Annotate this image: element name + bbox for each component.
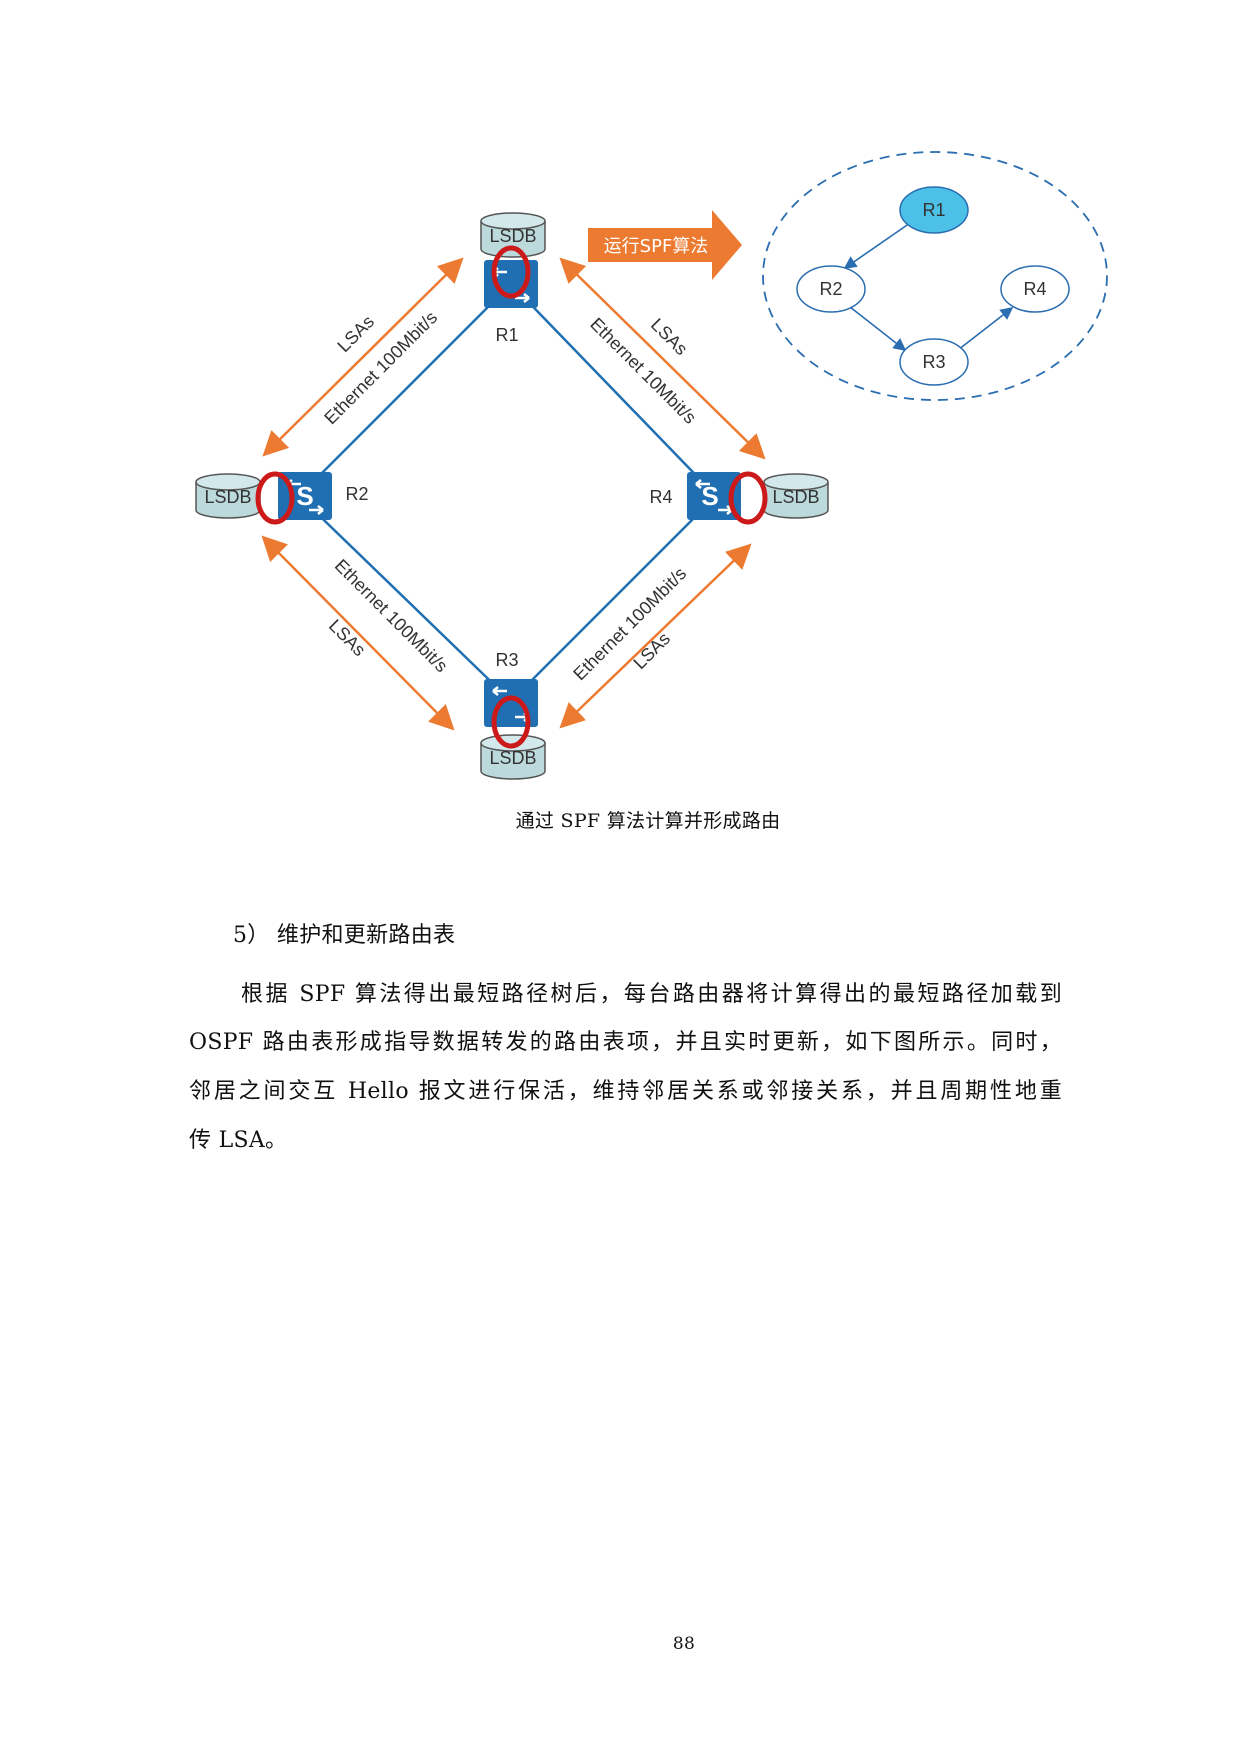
paragraph-line: OSPF 路由表形成指导数据转发的路由表项，并且实时更新，如下图所示。同时，	[189, 1030, 1062, 1055]
svg-text:R3: R3	[922, 352, 945, 372]
svg-text:S: S	[701, 481, 718, 511]
svg-text:LSDB: LSDB	[489, 226, 536, 246]
cycle-icon	[491, 245, 531, 299]
figure-caption: 通过 SPF 算法计算并形成路由	[515, 810, 781, 832]
spf-tree: R1 R2 R3 R4	[762, 151, 1108, 401]
link-label-r1-r2: Ethernet 100Mbit/s	[320, 307, 441, 428]
svg-text:LSDB: LSDB	[204, 487, 251, 507]
cycle-icon	[491, 695, 531, 749]
link-r2-r3	[298, 495, 512, 702]
lsa-arrow-r1-r4	[559, 257, 766, 460]
paragraph-line: 传 LSA。	[189, 1128, 288, 1153]
tree-node-r4: R4	[1000, 265, 1070, 313]
router-r3: LSDB R3	[480, 650, 546, 780]
section-heading: 5） 维护和更新路由表	[233, 923, 456, 948]
tree-node-r3: R3	[899, 338, 969, 386]
lsdb-icon: LSDB	[480, 734, 546, 780]
svg-text:S: S	[296, 481, 313, 511]
router-r4: LSDB S R4	[649, 470, 829, 525]
svg-text:R4: R4	[1023, 279, 1046, 299]
lsa-arrow-r1-r2	[262, 257, 464, 457]
paragraph-line: 邻居之间交互 Hello 报文进行保活，维持邻居关系或邻接关系，并且周期性地重	[189, 1079, 1062, 1104]
link-r1-r4	[510, 283, 717, 497]
tree-boundary	[762, 151, 1108, 401]
page-number: 88	[672, 1634, 696, 1654]
lsdb-icon: LSDB	[195, 473, 261, 519]
tree-node-r2: R2	[796, 265, 866, 313]
switch-icon: S	[685, 470, 743, 522]
tree-node-r1: R1	[899, 186, 969, 234]
router-r1: LSDB R1	[480, 212, 546, 345]
ospf-spf-diagram: Ethernet 100Mbit/s LSAs Ethernet 10Mbit/…	[195, 151, 1108, 780]
run-spf-arrow: 运行SPF算法	[588, 210, 742, 280]
cycle-icon	[728, 471, 768, 525]
lsa-label: LSAs	[629, 628, 674, 673]
cycle-icon	[255, 471, 295, 525]
link-label-r1-r4: Ethernet 10Mbit/s	[586, 314, 700, 428]
svg-text:R3: R3	[495, 650, 518, 670]
svg-text:运行SPF算法: 运行SPF算法	[604, 236, 709, 257]
svg-text:R1: R1	[495, 325, 518, 345]
link-label-r2-r3: Ethernet 100Mbit/s	[331, 555, 452, 676]
lsa-arrow-r3-r4	[559, 543, 752, 729]
lsa-arrows	[261, 257, 766, 731]
lsa-arrow-r2-r3	[261, 535, 455, 731]
link-r3-r4	[510, 495, 717, 702]
svg-text:R2: R2	[345, 484, 368, 504]
lsdb-icon: LSDB	[763, 473, 829, 519]
router-r2: LSDB S R2	[195, 470, 369, 525]
svg-text:R2: R2	[819, 279, 842, 299]
svg-text:LSDB: LSDB	[772, 487, 819, 507]
lsdb-icon: LSDB	[480, 212, 546, 258]
svg-text:R1: R1	[922, 200, 945, 220]
svg-text:R4: R4	[649, 487, 672, 507]
paragraph-line: 根据 SPF 算法得出最短路径树后，每台路由器将计算得出的最短路径加载到	[241, 982, 1062, 1007]
svg-text:LSDB: LSDB	[489, 748, 536, 768]
lsa-label: LSAs	[647, 314, 692, 359]
switch-icon: S	[276, 470, 334, 522]
